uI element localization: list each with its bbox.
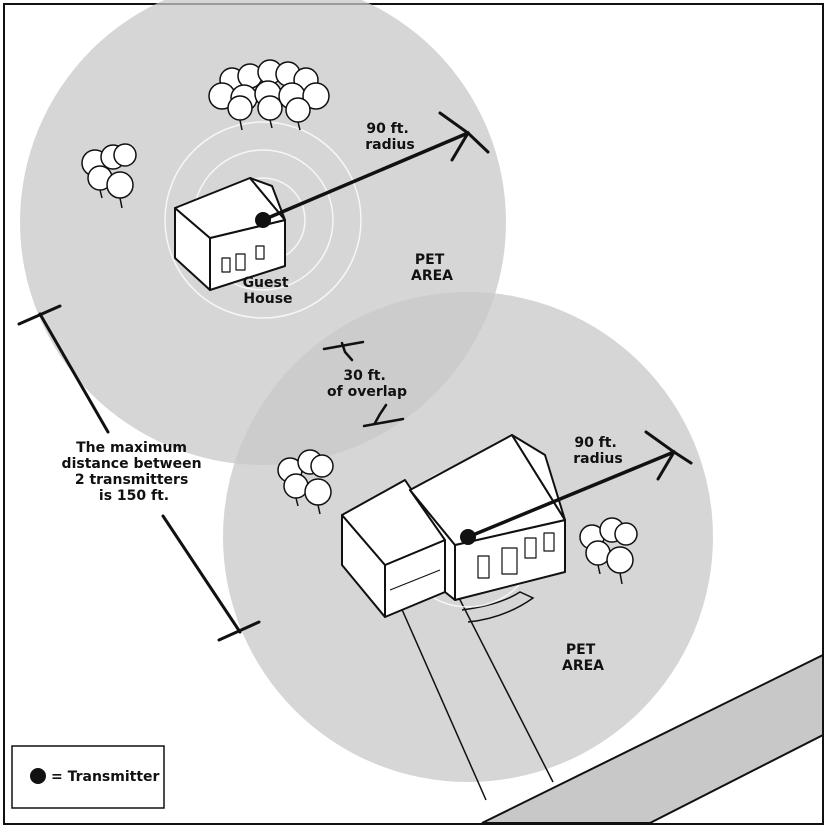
trees-bottom-right xyxy=(579,517,638,585)
radius-label-top: 90 ft. radius xyxy=(365,121,414,153)
transmitter-bottom xyxy=(460,529,476,545)
trees-top-cluster xyxy=(208,59,330,131)
max-distance-label: The maximum distance between 2 transmitt… xyxy=(62,440,207,504)
overlap-label: 30 ft. of overlap xyxy=(327,368,407,400)
legend: = Transmitter xyxy=(11,745,165,809)
trees-top-left xyxy=(81,143,137,209)
guest-house xyxy=(174,177,286,291)
legend-transmitter-icon xyxy=(30,768,46,784)
overlap-markers xyxy=(322,340,405,428)
pet-area-label-top: PET AREA xyxy=(411,252,453,284)
main-house xyxy=(341,434,566,618)
road xyxy=(481,653,824,824)
max-distance-bracket xyxy=(17,304,261,642)
radius-arrow-bottom xyxy=(466,430,693,539)
trees-bottom-left xyxy=(277,449,334,515)
guest-house-label: Guest House xyxy=(243,275,294,307)
legend-text: = Transmitter xyxy=(51,769,160,785)
radius-label-bottom: 90 ft. radius xyxy=(573,435,622,467)
transmitter-top xyxy=(255,212,271,228)
radius-arrow-top xyxy=(261,111,490,222)
pet-area-label-bottom: PET AREA xyxy=(562,642,604,674)
driveway xyxy=(399,589,554,801)
